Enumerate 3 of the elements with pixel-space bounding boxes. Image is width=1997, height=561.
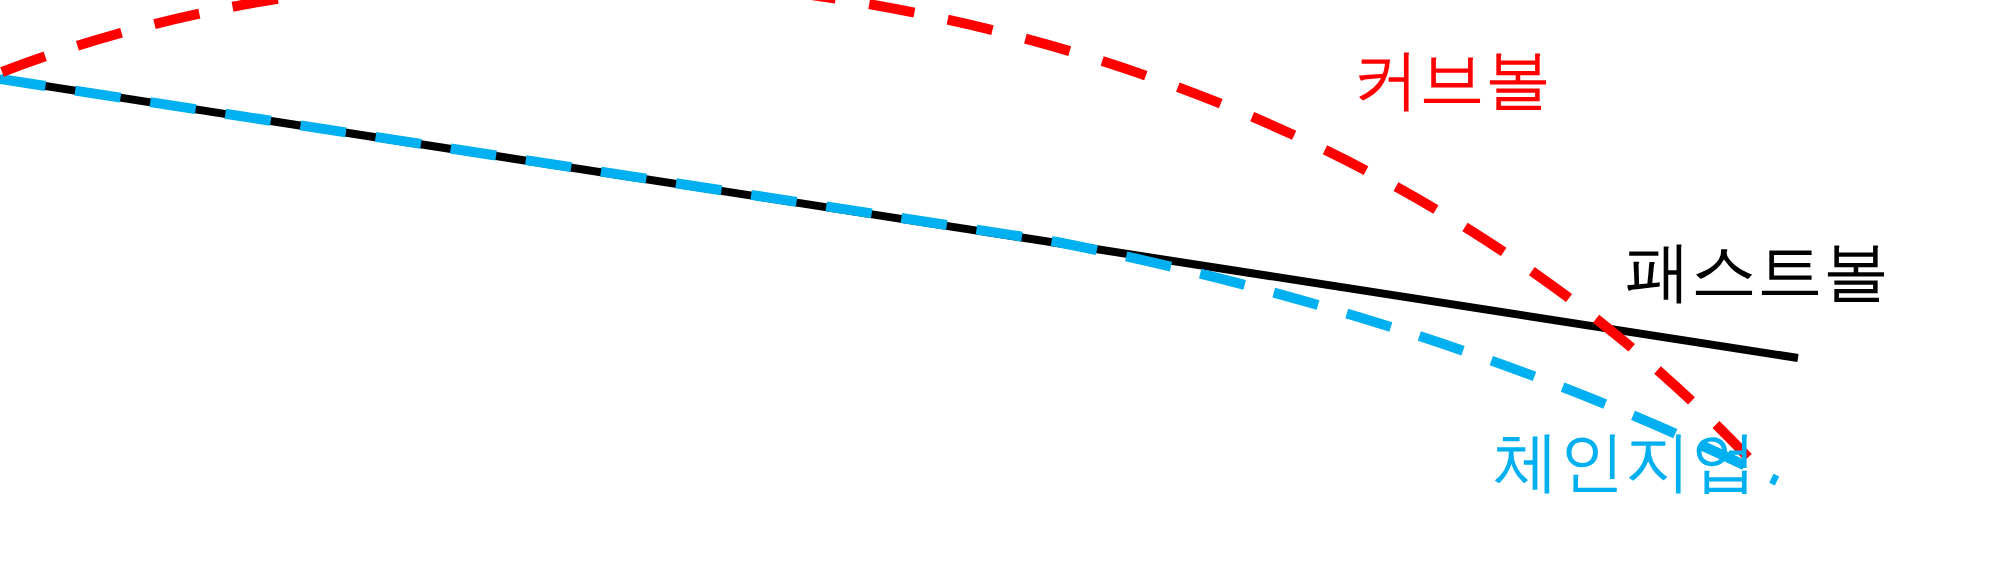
curve-label: 커브볼: [1353, 47, 1551, 113]
curve-label: 패스트볼: [1625, 239, 1889, 305]
curve-label: 체인지업: [1493, 429, 1757, 495]
